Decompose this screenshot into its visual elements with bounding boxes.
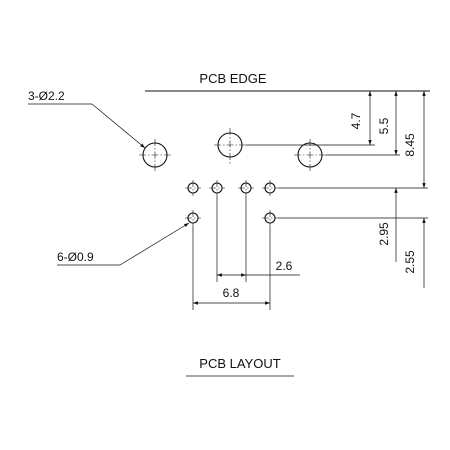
small-hole-row1-4 bbox=[262, 180, 278, 196]
dim-label-8-45: 8.45 bbox=[403, 133, 417, 157]
small-hole-row1-2 bbox=[209, 180, 225, 196]
dim-label-5-5: 5.5 bbox=[377, 117, 391, 134]
dim-label-2-6: 2.6 bbox=[276, 259, 293, 273]
dim-label-4-7: 4.7 bbox=[349, 112, 363, 129]
pcb-layout-label: PCB LAYOUT bbox=[199, 356, 280, 371]
large-hole-center bbox=[214, 128, 246, 165]
leader-arrow-large bbox=[91, 103, 146, 149]
large-hole-right bbox=[294, 139, 326, 171]
small-hole-row2-1 bbox=[185, 210, 201, 226]
large-hole-left bbox=[139, 139, 171, 171]
pcb-edge-label: PCB EDGE bbox=[199, 71, 267, 86]
label-small-holes: 6-Ø0.9 bbox=[57, 250, 94, 264]
small-hole-row1-3 bbox=[238, 180, 254, 196]
dim-label-2-55: 2.55 bbox=[403, 250, 417, 274]
leader-arrow-small bbox=[119, 222, 190, 266]
small-hole-row1-1 bbox=[185, 180, 201, 196]
dim-label-2-95: 2.95 bbox=[377, 222, 391, 246]
dim-label-6-8: 6.8 bbox=[223, 286, 240, 300]
label-large-holes: 3-Ø2.2 bbox=[28, 89, 65, 103]
small-hole-row2-2 bbox=[262, 210, 278, 226]
